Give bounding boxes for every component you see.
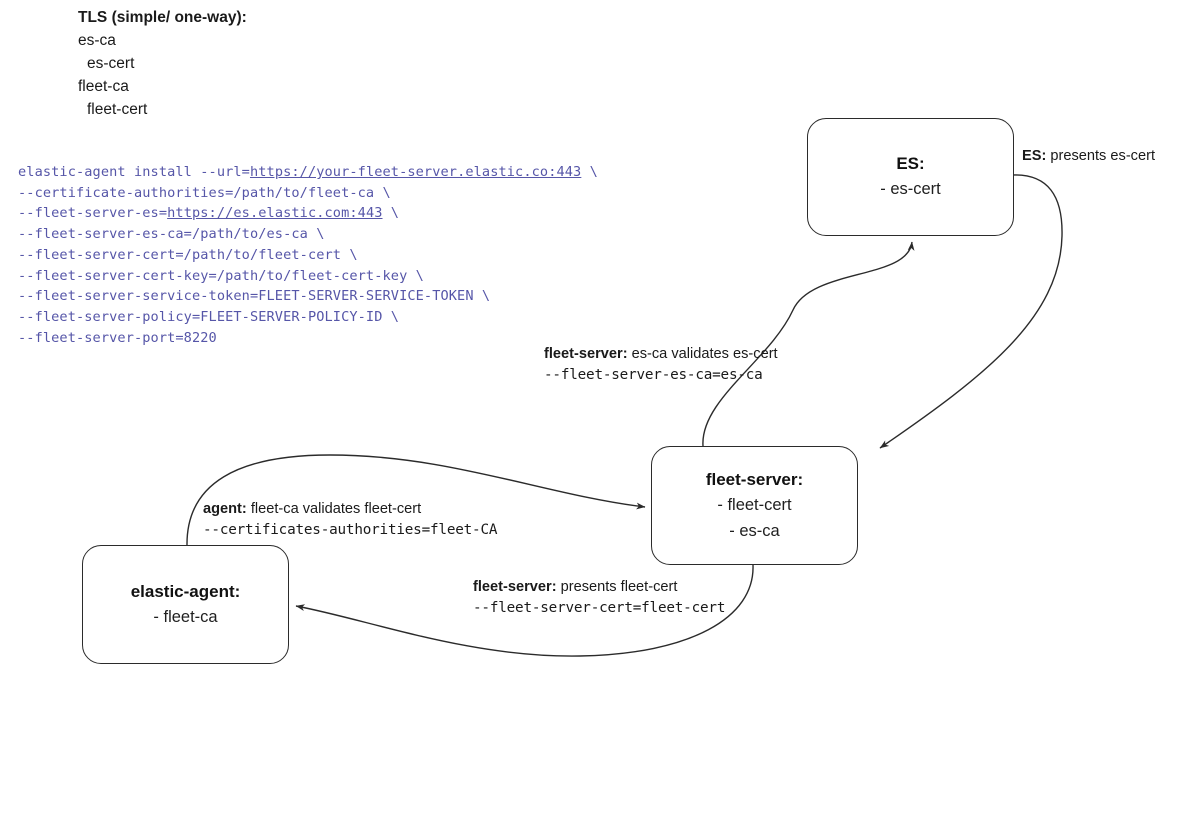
- install-command-text: --fleet-server-es=: [18, 205, 168, 222]
- tls-legend: TLS (simple/ one-way): es-ca es-cert fle…: [78, 6, 247, 121]
- node-es-title: ES:: [896, 154, 925, 173]
- install-command-text: --fleet-server-cert=/path/to/fleet-cert …: [18, 246, 358, 263]
- tls-legend-title: TLS (simple/ one-way):: [78, 9, 247, 26]
- edge-label-fleetserver-presents-bold: fleet-server:: [473, 579, 557, 595]
- install-command-line-6: --fleet-server-cert-key=/path/to/fleet-c…: [18, 266, 598, 287]
- install-command-line-7: --fleet-server-service-token=FLEET-SERVE…: [18, 286, 598, 307]
- install-command-url[interactable]: https://your-fleet-server.elastic.co:443: [249, 164, 582, 180]
- edge-label-agent-validates-flag: --certificates-authorities=fleet-CA: [203, 522, 498, 538]
- node-fleet-server-title: fleet-server:: [705, 469, 804, 489]
- edge-label-agent-validates-bold: agent:: [203, 501, 247, 517]
- edge-label-fleetserver-validates-flag: --fleet-server-es-ca=es-ca: [544, 367, 763, 383]
- edge-label-agent-validates: agent: fleet-ca validates fleet-cert --c…: [203, 499, 497, 541]
- tls-legend-item-es-ca: es-ca: [78, 32, 116, 49]
- install-command-url[interactable]: https://es.elastic.com:443: [167, 205, 383, 222]
- install-command-line-8: --fleet-server-policy=FLEET-SERVER-POLIC…: [18, 307, 598, 328]
- edge-label-agent-validates-rest: fleet-ca validates fleet-cert: [246, 501, 422, 517]
- edge-label-fleetserver-presents-flag: --fleet-server-cert=fleet-cert: [473, 600, 726, 616]
- edge-label-fleetserver-validates-bold: fleet-server:: [544, 346, 628, 362]
- install-command-line-9: --fleet-server-port=8220: [18, 328, 598, 349]
- node-fleet-server-line-1: - fleet-cert: [717, 495, 792, 514]
- node-elastic-agent[interactable]: elastic-agent: - fleet-ca: [82, 545, 289, 664]
- install-command-text: elastic-agent install --url=: [18, 164, 250, 180]
- edge-label-fleetserver-presents: fleet-server: presents fleet-cert --flee…: [473, 577, 725, 619]
- edge-label-es-presents-rest: presents es-cert: [1046, 148, 1156, 164]
- tls-legend-item-fleet-ca: fleet-ca: [78, 78, 129, 95]
- node-es-line-1: - es-cert: [880, 180, 941, 198]
- node-es[interactable]: ES: - es-cert: [807, 118, 1014, 236]
- tls-legend-item-es-cert: es-cert: [87, 55, 135, 72]
- install-command-line-5: --fleet-server-cert=/path/to/fleet-cert …: [18, 245, 598, 266]
- install-command-block: elastic-agent install --url=https://your…: [18, 162, 598, 348]
- install-command-text: --fleet-server-es-ca=/path/to/es-ca \: [18, 226, 325, 243]
- install-command-line-2: --certificate-authorities=/path/to/fleet…: [18, 183, 598, 204]
- edge-label-fleetserver-validates: fleet-server: es-ca validates es-cert --…: [544, 344, 778, 386]
- install-command-text: --fleet-server-cert-key=/path/to/fleet-c…: [18, 267, 424, 284]
- install-command-line-3: --fleet-server-es=https://es.elastic.com…: [18, 203, 598, 224]
- node-fleet-server[interactable]: fleet-server: - fleet-cert - es-ca: [651, 446, 858, 565]
- install-command-text: --certificate-authorities=/path/to/fleet…: [18, 184, 391, 201]
- edge-label-fleetserver-validates-rest: es-ca validates es-cert: [627, 346, 778, 362]
- install-command-text: --fleet-server-service-token=FLEET-SERVE…: [18, 288, 491, 305]
- edge-label-es-presents: ES: presents es-cert: [1022, 146, 1155, 167]
- node-elastic-agent-title: elastic-agent:: [130, 581, 241, 601]
- install-command-text: \: [382, 205, 400, 222]
- install-command-line-1: elastic-agent install --url=https://your…: [18, 162, 598, 183]
- install-command-text: --fleet-server-port=8220: [18, 329, 217, 346]
- tls-legend-item-fleet-cert: fleet-cert: [87, 101, 148, 118]
- edge-label-es-presents-bold: ES:: [1022, 148, 1047, 164]
- install-command-text: \: [581, 164, 598, 180]
- install-command-line-4: --fleet-server-es-ca=/path/to/es-ca \: [18, 224, 598, 245]
- edge-label-fleetserver-presents-rest: presents fleet-cert: [556, 579, 678, 595]
- install-command-text: --fleet-server-policy=FLEET-SERVER-POLIC…: [18, 308, 400, 325]
- node-fleet-server-line-2: - es-ca: [729, 521, 780, 540]
- node-elastic-agent-line-1: - fleet-ca: [153, 607, 218, 626]
